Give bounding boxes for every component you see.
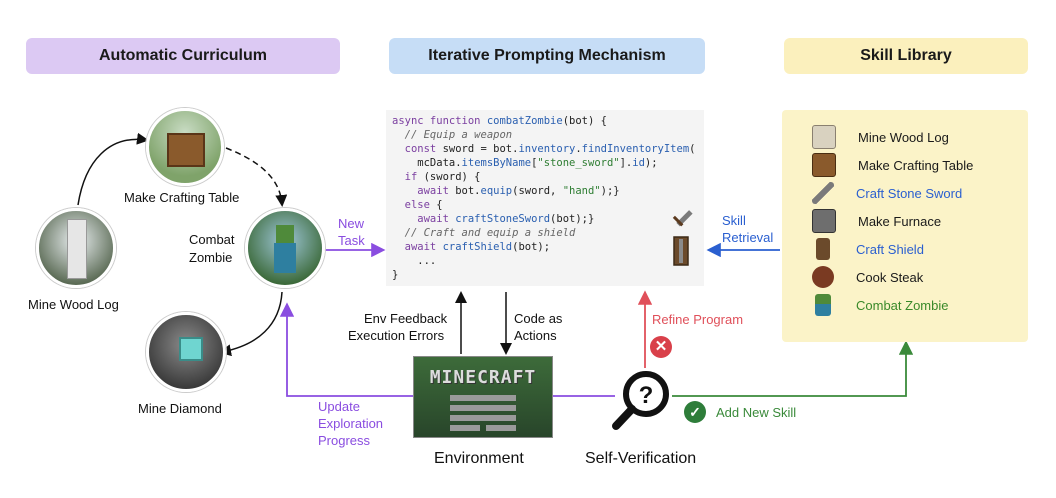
code-actions-label-1: Code as <box>514 311 563 326</box>
skill-item: Make Crafting Table <box>812 152 973 178</box>
arrow-update-progress <box>279 302 413 397</box>
code-line: ... <box>392 255 437 267</box>
skill-retrieval-label-2: Retrieval <box>722 230 774 245</box>
wood-log-image <box>36 208 116 288</box>
update-progress-label-1: Update <box>318 399 360 414</box>
prompting-header: Iterative Prompting Mechanism <box>389 38 705 74</box>
zombie-icon <box>815 294 831 316</box>
mine-diamond-image <box>146 312 226 392</box>
minecraft-screen: MINECRAFT <box>413 356 553 438</box>
crafting-table-icon <box>812 153 836 177</box>
add-new-skill-label: Add New Skill <box>716 405 797 420</box>
code-line: // Equip a weapon <box>392 129 513 141</box>
code-actions-label-2: Actions <box>514 328 557 343</box>
code-line: await craftShield(bot); <box>392 241 551 253</box>
skill-item: Cook Steak <box>812 264 923 290</box>
crafting-table-image <box>146 108 224 186</box>
skill-item: Craft Stone Sword <box>812 180 962 206</box>
new-task-label-2: Task <box>338 233 365 248</box>
env-feedback-label-2: Execution Errors <box>348 328 445 343</box>
svg-text:?: ? <box>639 382 654 409</box>
skill-item: Craft Shield <box>812 236 924 262</box>
code-line: async function combatZombie(bot) { <box>392 115 607 127</box>
refine-program-label: Refine Program <box>652 312 744 327</box>
skill-name: Craft Shield <box>856 241 924 257</box>
code-line: await bot.equip(sword, "hand");} <box>392 185 620 197</box>
environment-label: Environment <box>434 450 524 467</box>
steak-icon <box>812 266 834 288</box>
skill-retrieval-label-1: Skill <box>722 213 746 228</box>
stone-sword-icon <box>672 210 693 227</box>
stone-sword-icon <box>812 182 834 204</box>
skill-name: Mine Wood Log <box>858 129 949 145</box>
code-line: } <box>392 269 399 281</box>
combat-zombie-image <box>245 208 325 288</box>
code-line: const sword = bot.inventory.findInventor… <box>392 143 696 155</box>
wood-log-icon <box>812 125 836 149</box>
curriculum-header: Automatic Curriculum <box>26 38 340 74</box>
shield-icon <box>816 238 830 260</box>
mine-diamond-label: Mine Diamond <box>138 401 222 416</box>
code-line: await craftStoneSword(bot);} <box>392 213 595 225</box>
furnace-icon <box>812 209 836 233</box>
wood-log-label: Mine Wood Log <box>28 297 119 312</box>
magnifier-icon: ? <box>612 371 669 430</box>
arrow-combat-to-diamond <box>219 291 283 357</box>
library-header: Skill Library <box>784 38 1028 74</box>
update-progress-label-2: Exploration <box>318 416 384 431</box>
skill-item: Make Furnace <box>812 208 941 234</box>
code-line: else { <box>392 199 443 211</box>
skill-name: Combat Zombie <box>856 297 949 313</box>
crafting-table-label: Make Crafting Table <box>124 190 240 205</box>
library-header-label: Skill Library <box>860 47 952 64</box>
check-icon: ✓ <box>684 401 706 423</box>
code-block: async function combatZombie(bot) { // Eq… <box>386 110 704 286</box>
self-verification-label: Self-Verification <box>585 450 697 467</box>
curriculum-header-label: Automatic Curriculum <box>98 47 267 64</box>
skill-item: Combat Zombie <box>812 292 948 318</box>
skill-item: Mine Wood Log <box>812 124 949 150</box>
combat-label-2: Zombie <box>189 250 233 265</box>
code-line: if (sword) { <box>392 171 481 183</box>
update-progress-label-3: Progress <box>318 433 371 448</box>
arrow-table-to-combat <box>225 147 288 207</box>
prompting-header-label: Iterative Prompting Mechanism <box>428 47 666 64</box>
error-icon: ✕ <box>650 336 672 358</box>
code-line: mcData.itemsByName["stone_sword"].id); <box>392 157 658 169</box>
arrow-log-to-table <box>77 132 149 206</box>
skill-library-panel: Mine Wood Log Make Crafting Table Craft … <box>782 110 1028 342</box>
skill-name: Cook Steak <box>856 269 924 285</box>
combat-label-1: Combat <box>189 232 235 247</box>
skill-name: Make Furnace <box>858 213 942 229</box>
skill-name: Make Crafting Table <box>858 157 974 173</box>
arrow-add-skill <box>672 340 914 397</box>
code-line: // Craft and equip a shield <box>392 227 576 239</box>
env-feedback-label-1: Env Feedback <box>364 311 448 326</box>
skill-name: Craft Stone Sword <box>856 185 963 201</box>
shield-icon <box>673 236 689 266</box>
minecraft-logo: MINECRAFT <box>429 367 537 388</box>
new-task-label-1: New <box>338 216 365 231</box>
